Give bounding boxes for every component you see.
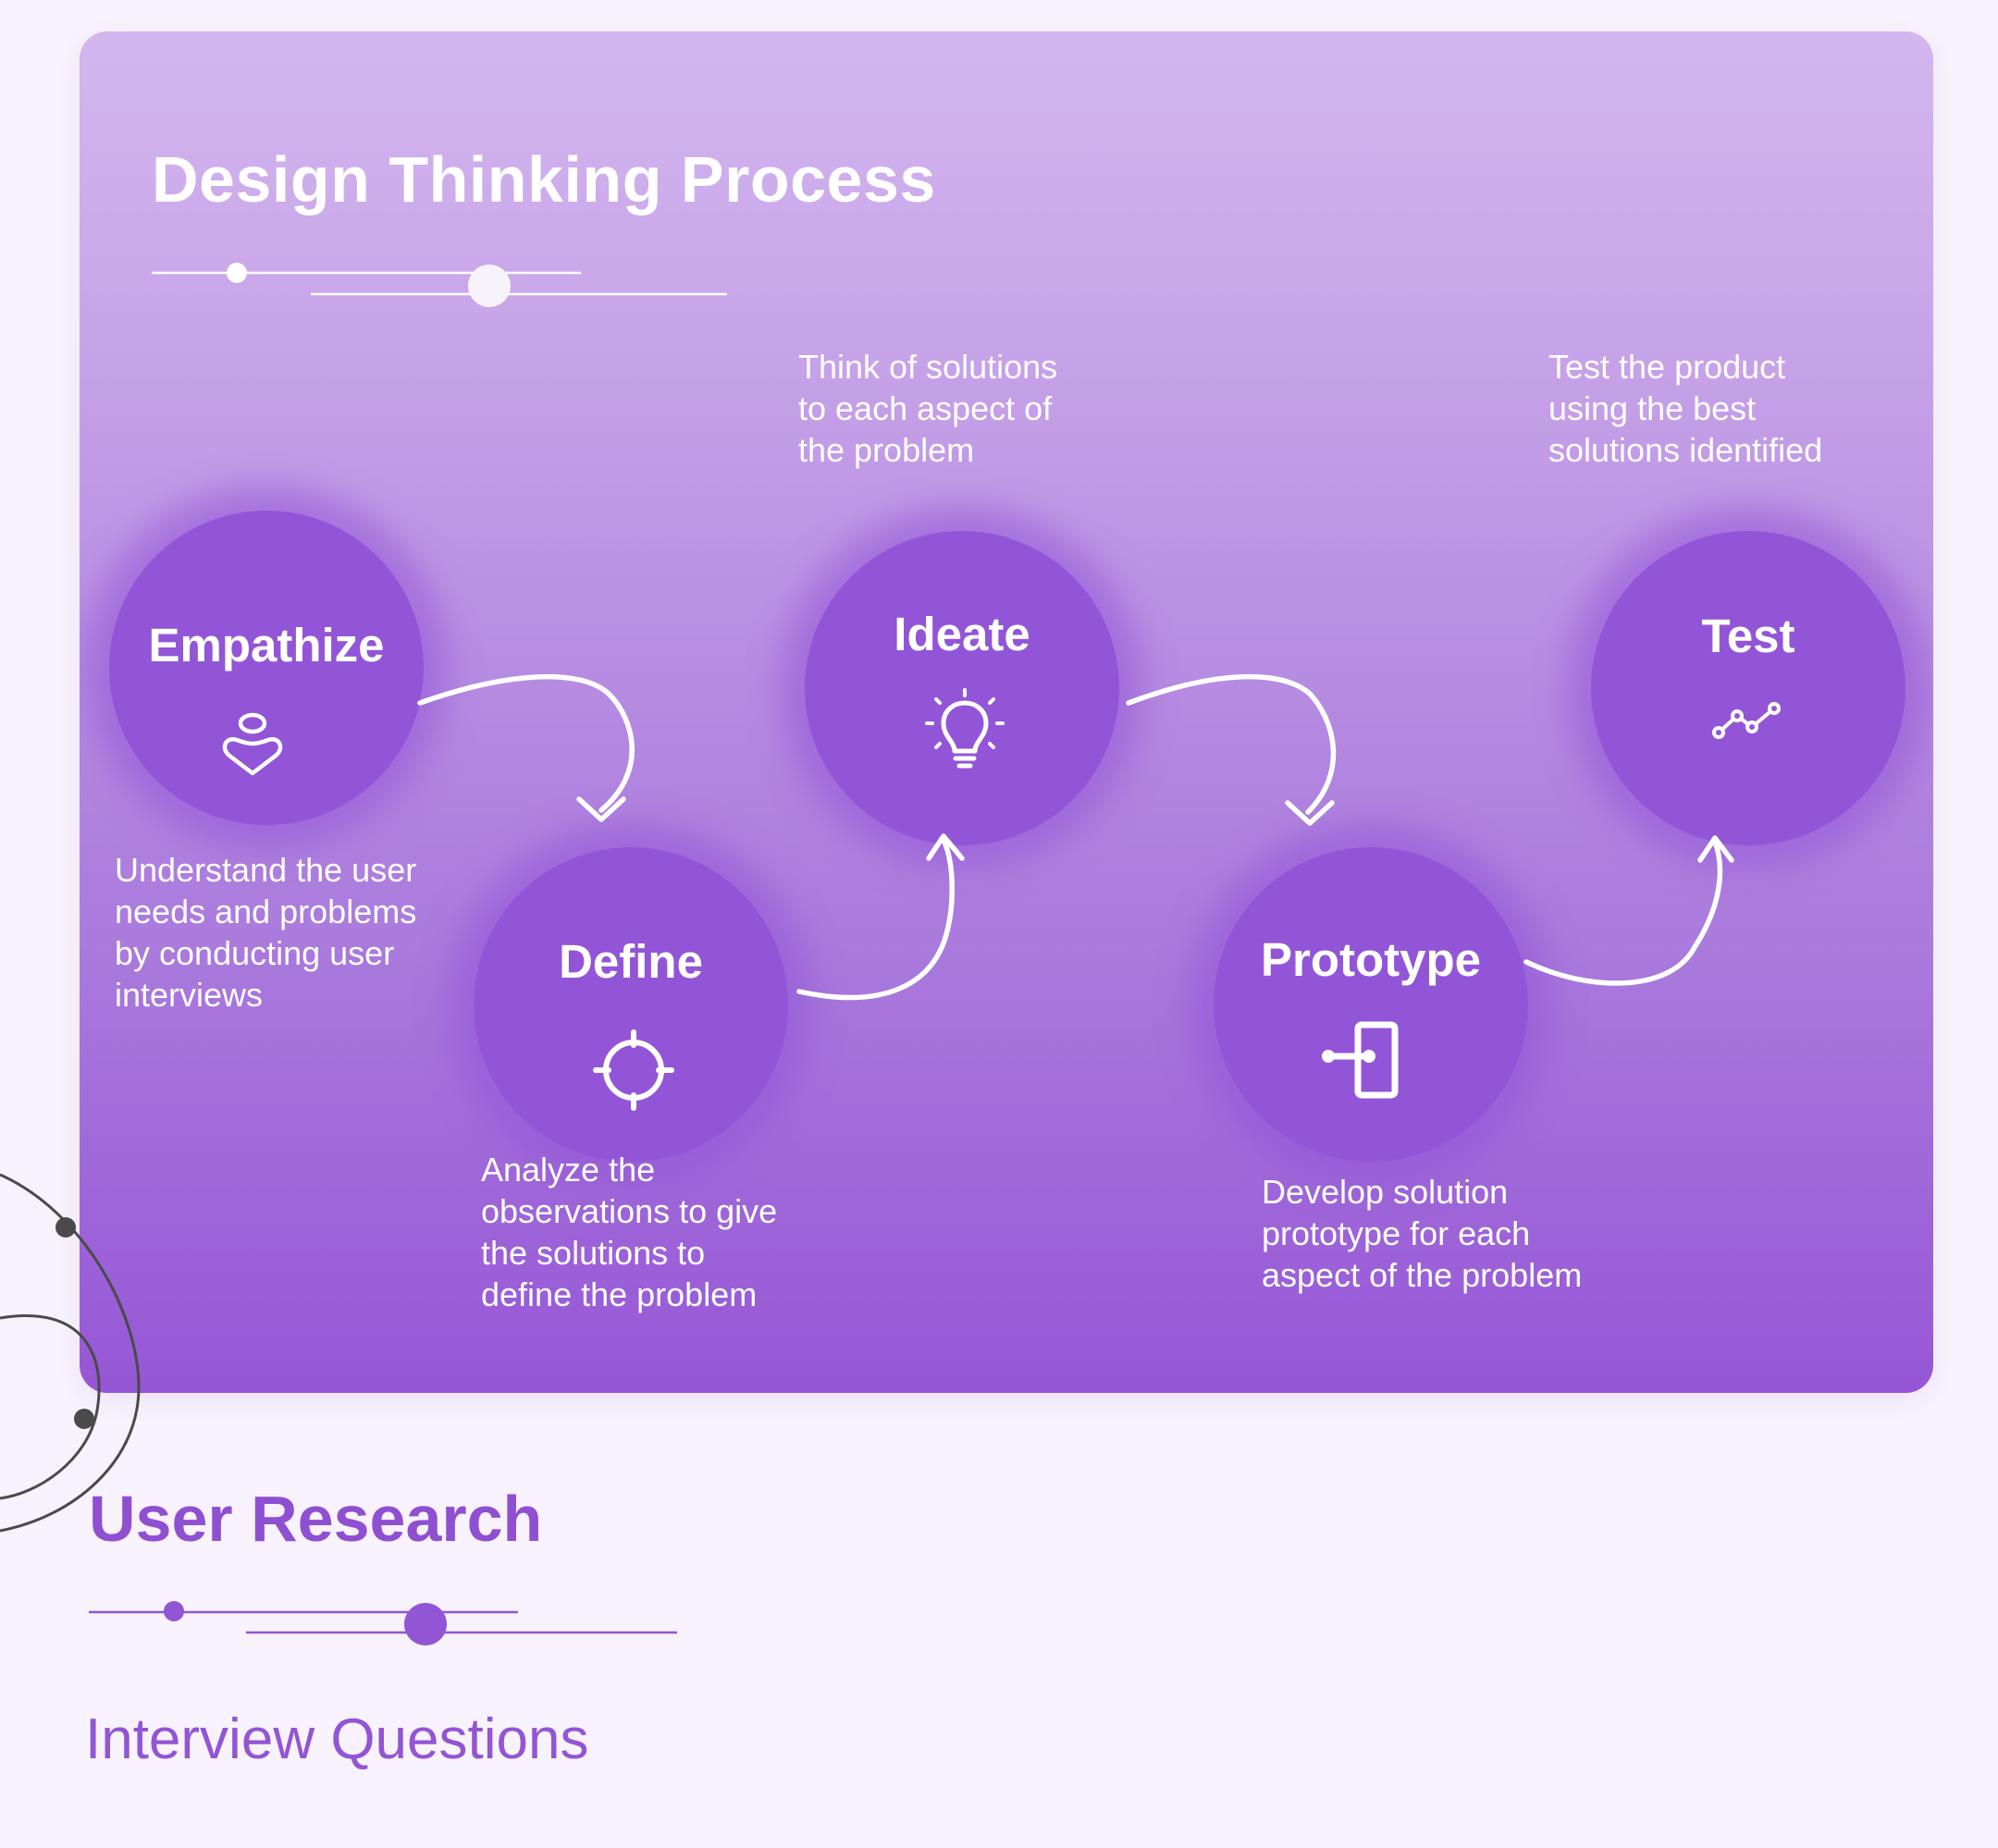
arrow-prototype-test: [1523, 839, 1723, 986]
step-label: Empathize: [148, 619, 385, 671]
design-thinking-card: Design Thinking Process Empathize Unders…: [80, 31, 1933, 1393]
arrow-ideate-prototype: [1126, 673, 1337, 815]
section-title: User Research: [89, 1483, 543, 1555]
step-define: Define: [474, 847, 788, 1162]
step-description: Analyze the observations to give the sol…: [481, 1151, 778, 1313]
arrowhead: [1697, 835, 1734, 863]
crosshair-icon: [593, 1029, 674, 1111]
step-label: Define: [559, 935, 703, 988]
arrowhead: [576, 796, 626, 822]
step-empathize: Empathize: [109, 511, 424, 825]
step-label: Ideate: [894, 608, 1030, 660]
step-label: Test: [1701, 610, 1795, 662]
arrowhead: [1285, 800, 1335, 826]
arrow-empathize-define: [417, 673, 635, 813]
trend-line-icon: [1712, 702, 1781, 739]
step-prototype: Prototype: [1214, 847, 1528, 1162]
step-test: Test: [1591, 531, 1906, 845]
subsection-title: Interview Questions: [85, 1707, 589, 1771]
arrow-define-ideate: [796, 837, 955, 1001]
card-title: Design Thinking Process: [152, 143, 936, 216]
step-description: Understand the user needs and problems b…: [115, 851, 417, 1014]
heart-person-icon: [222, 712, 283, 776]
step-description: Think of solutions to each aspect of the…: [798, 348, 1058, 469]
step-label: Prototype: [1260, 933, 1482, 986]
step-ideate: Ideate: [805, 531, 1119, 845]
step-description: Test the product using the best solution…: [1548, 348, 1823, 469]
title-decoration: [152, 263, 727, 307]
step-description: Develop solution prototype for each aspe…: [1262, 1173, 1583, 1294]
process-arrows: [417, 673, 1734, 1001]
login-door-icon: [1322, 1021, 1399, 1099]
arrowhead: [926, 833, 965, 861]
lightbulb-icon: [925, 688, 1005, 769]
